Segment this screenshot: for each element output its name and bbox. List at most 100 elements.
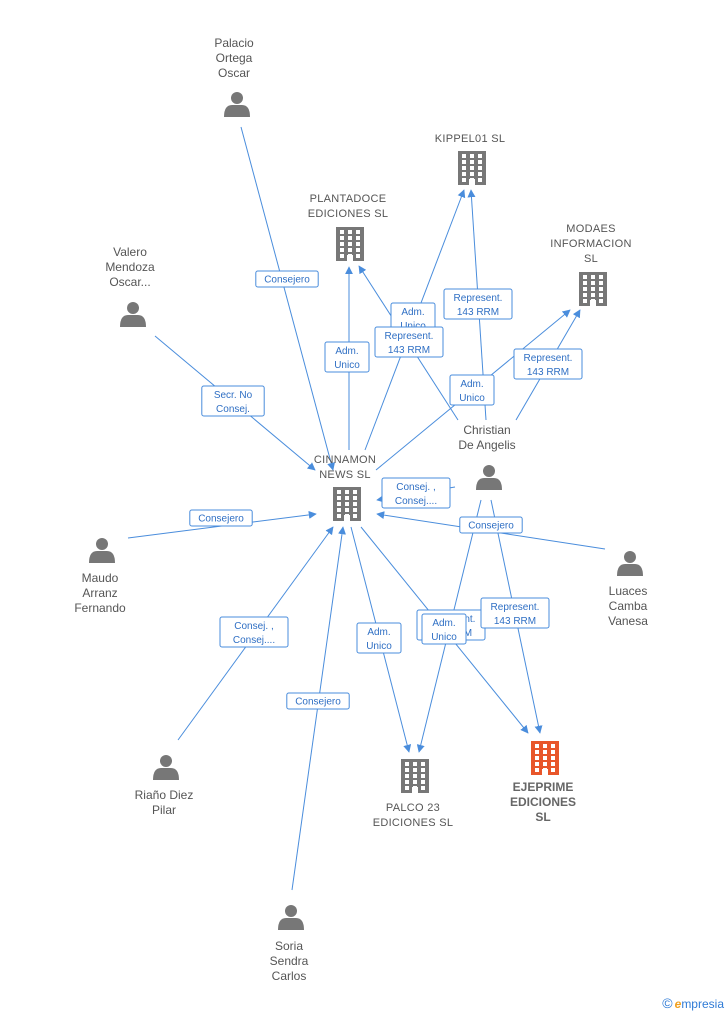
node-label: MODAES bbox=[566, 223, 615, 235]
edge-label-text: Consej. , bbox=[396, 482, 435, 493]
edge-label-text: Unico bbox=[459, 393, 485, 404]
edge-label-text: Represent. bbox=[385, 331, 434, 342]
node-label: Sendra bbox=[270, 954, 309, 968]
node-label: EDICIONES bbox=[510, 795, 576, 809]
node-label: Vanesa bbox=[608, 614, 648, 628]
building-icon bbox=[336, 227, 364, 261]
building-icon bbox=[531, 741, 559, 775]
empresia-watermark[interactable]: ©empresia bbox=[662, 995, 724, 1011]
edge-label-christian-modaes[interactable]: Represent.143 RRM bbox=[513, 348, 583, 380]
edge-label-christian-cinnamon[interactable]: Consej. , Consej.... bbox=[381, 477, 451, 509]
copyright-icon: © bbox=[662, 995, 673, 1011]
node-label: Arranz bbox=[82, 586, 117, 600]
node-label: Valero bbox=[113, 245, 147, 259]
node-label: INFORMACION bbox=[550, 238, 632, 250]
edge-label-text: Represent. bbox=[454, 293, 503, 304]
edge-label-christian-ejeprime[interactable]: Represent.143 RRM bbox=[480, 597, 550, 629]
edge-label-box bbox=[381, 477, 451, 509]
brand-name: mpresia bbox=[681, 997, 724, 1011]
node-label: Palacio bbox=[214, 36, 254, 50]
node-label: Camba bbox=[609, 599, 648, 613]
person-icon bbox=[278, 905, 304, 930]
node-label: Oscar... bbox=[109, 275, 150, 289]
edge-label-box bbox=[449, 374, 495, 406]
node-label: KIPPEL01 SL bbox=[435, 133, 506, 145]
edge-label-box bbox=[255, 270, 319, 288]
edge-label-soria-cinnamon[interactable]: Consejero bbox=[286, 692, 350, 710]
node-label: De Angelis bbox=[458, 438, 515, 452]
edge-label-text: Consej. , bbox=[234, 621, 273, 632]
person-icon bbox=[153, 755, 179, 780]
edge-label-text: Consejero bbox=[264, 275, 310, 286]
node-label: PALCO 23 bbox=[386, 802, 440, 814]
edge-label-box bbox=[421, 613, 467, 645]
edge-label-text: Adm. bbox=[401, 307, 424, 318]
edge-label-christian-kippel[interactable]: Represent.143 RRM bbox=[443, 288, 513, 320]
edge-label-text: Consej.... bbox=[395, 496, 437, 507]
edge-label-cinnamon-plantadoce[interactable]: Adm.Unico bbox=[324, 341, 370, 373]
edge-label-box bbox=[480, 597, 550, 629]
node-label: PLANTADOCE bbox=[310, 193, 387, 205]
person-icon bbox=[224, 92, 250, 117]
node-label: Luaces bbox=[609, 584, 648, 598]
node-label: EJEPRIME bbox=[513, 780, 574, 794]
edge-label-riano-cinnamon[interactable]: Consej. , Consej.... bbox=[219, 616, 289, 648]
edge-label-box bbox=[201, 385, 265, 417]
person-icon bbox=[476, 465, 502, 490]
edge-label-box bbox=[356, 622, 402, 654]
node-label: Carlos bbox=[272, 969, 307, 983]
edge-label-text: Adm. bbox=[460, 379, 483, 390]
edge-label-luaces-cinnamon[interactable]: Consejero bbox=[459, 516, 523, 534]
edge-label-box bbox=[189, 509, 253, 527]
edge-label-box bbox=[374, 326, 444, 358]
edge-label-text: Consej.... bbox=[233, 635, 275, 646]
building-icon bbox=[579, 272, 607, 306]
edge-label-text: 143 RRM bbox=[527, 367, 569, 378]
node-label: SL bbox=[584, 253, 598, 265]
edge-palacio-cinnamon bbox=[240, 126, 335, 471]
edge-label-palacio-cinnamon[interactable]: Consejero bbox=[255, 270, 319, 288]
edge-label-cinnamon-ejeprime[interactable]: Adm.Unico bbox=[421, 613, 467, 645]
node-label: Ortega bbox=[216, 51, 253, 65]
building-icon bbox=[458, 151, 486, 185]
edge-label-box bbox=[459, 516, 523, 534]
node-valero[interactable]: ValeroMendozaOscar... bbox=[105, 245, 155, 327]
node-modaes[interactable]: MODAES INFORMACION SL bbox=[550, 223, 632, 306]
edge-label-text: Adm. bbox=[367, 627, 390, 638]
node-kippel[interactable]: KIPPEL01 SL bbox=[435, 133, 506, 185]
edge-label-box bbox=[513, 348, 583, 380]
node-label: EDICIONES SL bbox=[308, 208, 389, 220]
brand-initial: e bbox=[674, 997, 682, 1011]
node-label: Oscar bbox=[218, 66, 250, 80]
node-label: SL bbox=[535, 810, 550, 824]
edge-label-maudo-cinnamon[interactable]: Consejero bbox=[189, 509, 253, 527]
edges-layer bbox=[127, 126, 606, 891]
edge-label-cinnamon-palco[interactable]: Adm.Unico bbox=[356, 622, 402, 654]
edge-label-text: Consejero bbox=[468, 521, 514, 532]
edge-label-box bbox=[219, 616, 289, 648]
node-label: Pilar bbox=[152, 803, 176, 817]
edge-label-christian-plantadoce[interactable]: Represent.143 RRM bbox=[374, 326, 444, 358]
edge-label-box bbox=[324, 341, 370, 373]
edge-label-cinnamon-modaes[interactable]: Adm. Unico bbox=[449, 374, 495, 406]
person-icon bbox=[617, 551, 643, 576]
edge-label-text: Represent. bbox=[491, 602, 540, 613]
node-label: Riaño Diez bbox=[135, 788, 194, 802]
node-plantadoce[interactable]: PLANTADOCE EDICIONES SL bbox=[308, 193, 389, 261]
edge-label-text: Secr. No bbox=[214, 390, 253, 401]
edge-label-box bbox=[443, 288, 513, 320]
person-icon bbox=[120, 302, 146, 327]
building-icon bbox=[401, 759, 429, 793]
